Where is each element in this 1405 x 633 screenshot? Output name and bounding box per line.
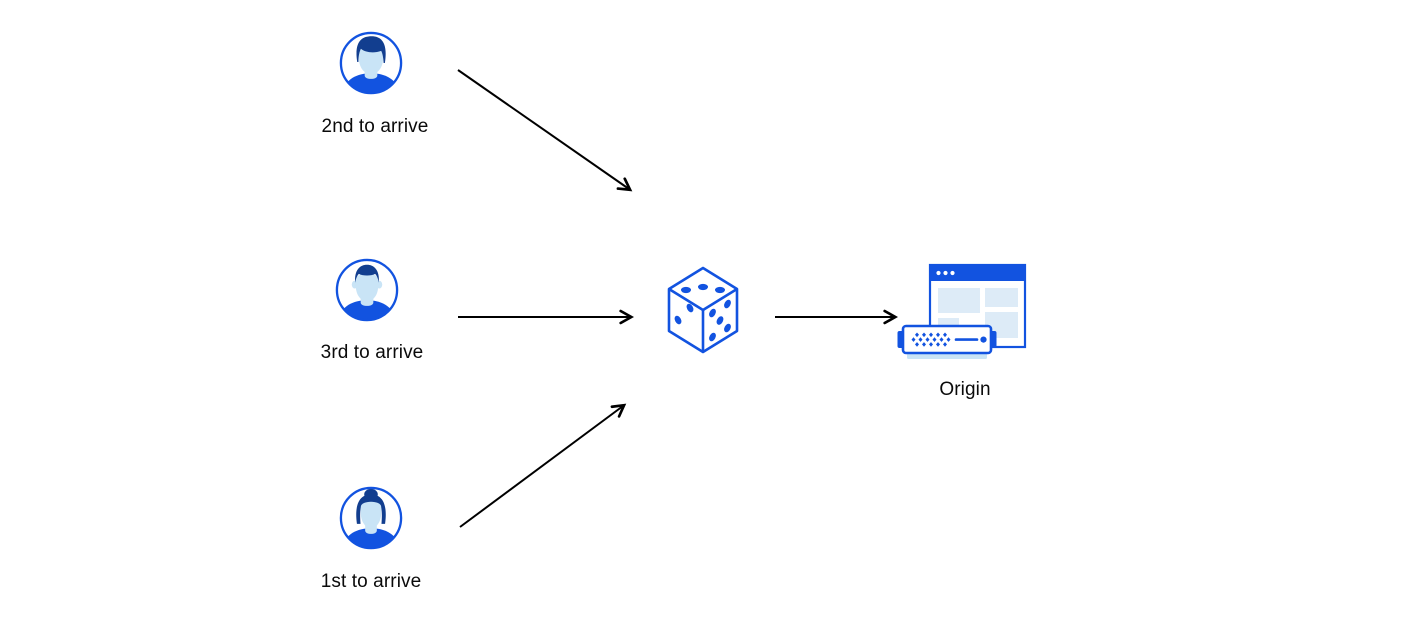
male-user-avatar-icon [339,31,403,95]
node-label-visitor-first: 1st to arrive [320,571,422,592]
dice-icon [667,266,739,354]
origin-server-icon [897,263,1027,359]
server-icon [897,324,997,359]
node-label-visitor-third: 3rd to arrive [320,342,424,363]
node-origin [893,260,1033,370]
edge-visitor-second-to-dice [457,69,629,189]
node-label-visitor-second: 2nd to arrive [321,116,429,137]
node-visitor-third [334,257,400,328]
node-visitor-second [338,30,404,101]
female-user-avatar-icon [339,486,403,550]
node-visitor-first [338,485,404,556]
node-random-dice [665,262,741,363]
edge-visitor-first-to-dice [459,406,623,528]
male-user-avatar-icon [335,258,399,322]
node-label-origin: Origin [939,379,991,400]
